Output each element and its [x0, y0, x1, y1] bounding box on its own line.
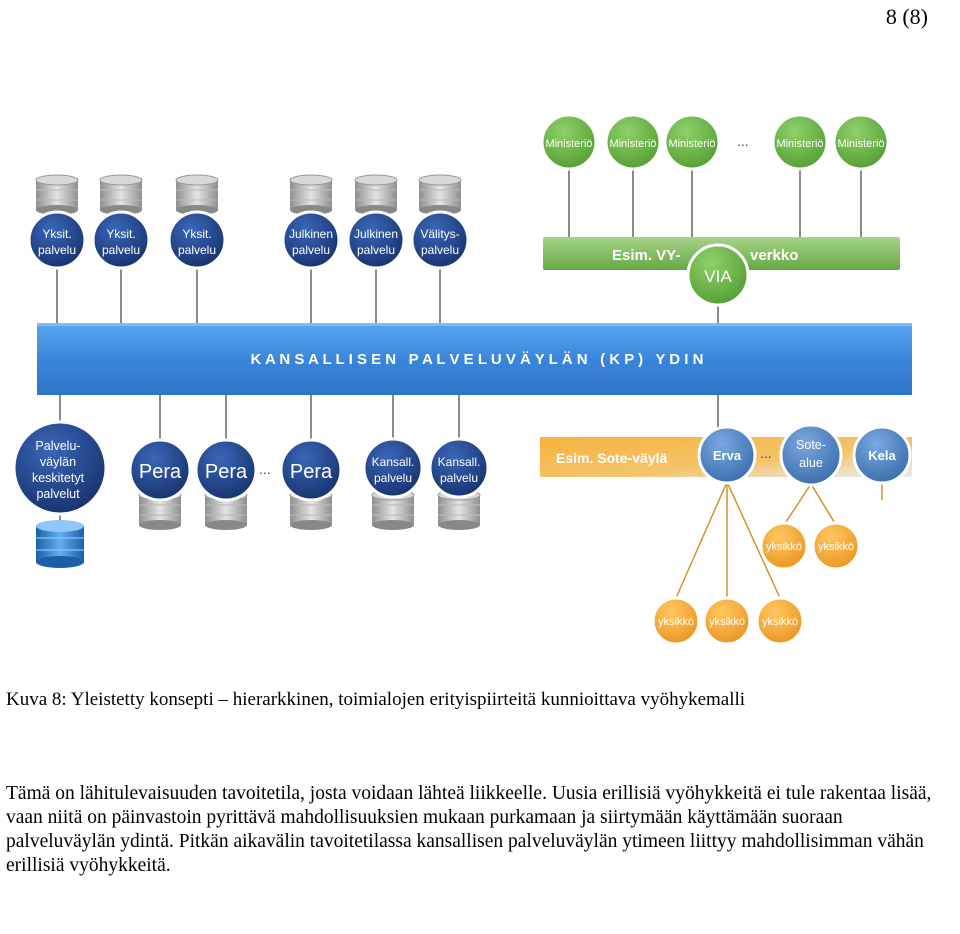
top-service-line-1: Julkinen — [354, 227, 398, 241]
pera-label: Pera — [290, 461, 333, 483]
vy-bar-right-label: verkko — [750, 247, 798, 264]
kansall-line-2: palvelu — [374, 471, 412, 485]
central-services-line-4: palvelut — [36, 487, 80, 501]
database-icon — [99, 174, 143, 215]
yksikko-node — [811, 521, 861, 571]
erva-node — [697, 425, 757, 485]
yksikko-node — [702, 596, 752, 646]
ministry-node — [663, 113, 721, 171]
database-icon — [354, 174, 398, 215]
ministry-node — [832, 113, 890, 171]
pera-ellipsis: ... — [259, 461, 271, 477]
sote-tree-lines — [675, 478, 883, 599]
pera-label: Pera — [205, 461, 248, 483]
top-service-node — [281, 210, 341, 270]
central-services-node: Palvelu- väylän keskitetyt palvelut — [12, 420, 108, 568]
top-service-line-1: Yksit. — [182, 227, 211, 241]
top-service-line-2: palvelu — [357, 243, 395, 257]
figure-caption: Kuva 8: Yleistetty konsepti – hierarkkin… — [6, 689, 746, 710]
sote-alue-line-1: Sote- — [796, 438, 826, 452]
database-icon — [35, 174, 79, 215]
sote-ellipsis: ... — [760, 445, 772, 461]
top-service-node — [91, 210, 151, 270]
kansall-node — [428, 437, 490, 499]
via-label: VIA — [704, 267, 732, 286]
ministry-label: Ministeriö — [545, 138, 592, 150]
top-service-node — [410, 210, 470, 270]
bottom-connectors — [59, 395, 719, 522]
yksikko-label: yksikkö — [818, 541, 854, 553]
yksikko-node — [755, 596, 805, 646]
top-service-line-2: palvelu — [178, 243, 216, 257]
top-service-line-1: Yksit. — [42, 227, 71, 241]
top-service-nodes: Yksit. palvelu Yksit. palvelu Yksit. palvelu J… — [27, 174, 470, 270]
service-bus-zone-diagram: Ministeriö Ministeriö Ministeriö Ministeriö… — [12, 113, 912, 646]
central-services-line-2: väylän — [40, 455, 76, 469]
ministry-label: Ministeriö — [776, 138, 823, 150]
kela-node — [852, 425, 912, 485]
kansall-line-1: Kansall. — [438, 455, 481, 469]
top-service-line-2: palvelu — [38, 243, 76, 257]
sote-alue-node — [779, 423, 843, 487]
central-services-line-1: Palvelu- — [35, 439, 80, 453]
yksikko-node — [759, 521, 809, 571]
kansall-line-1: Kansall. — [372, 455, 415, 469]
yksikko-label: yksikkö — [766, 541, 802, 553]
pera-label: Pera — [139, 461, 182, 483]
yksikko-nodes: yksikkö yksikkö yksikkö yksikkö yksikkö — [651, 521, 861, 646]
pera-node — [194, 438, 258, 502]
kansall-line-2: palvelu — [440, 471, 478, 485]
kela-label: Kela — [868, 448, 896, 463]
ministry-ellipsis: ... — [737, 133, 749, 149]
vy-bar-left-label: Esim. VY- — [612, 247, 680, 264]
ministry-node — [771, 113, 829, 171]
top-service-node — [27, 210, 87, 270]
ministry-nodes: Ministeriö Ministeriö Ministeriö Ministeriö… — [540, 113, 890, 171]
top-service-node — [346, 210, 406, 270]
database-icon — [289, 489, 333, 530]
database-icon — [175, 174, 219, 215]
pera-node — [128, 438, 192, 502]
ministry-label: Ministeriö — [609, 138, 656, 150]
sote-alue-line-2: alue — [799, 456, 823, 470]
sote-nodes: Erva ... Sote- alue Kela — [697, 423, 912, 487]
kp-core-bar: K A N S A L L I S E N P A L V E L U V Ä … — [37, 323, 912, 395]
vy-network-bar: Esim. VY- verkko VIA — [543, 237, 900, 307]
bottom-service-nodes: Pera Pera Pera Kansall. palvelu Kansall. palve… — [128, 437, 490, 530]
ministry-label: Ministeriö — [837, 138, 884, 150]
ministry-node — [540, 113, 598, 171]
yksikko-label: yksikkö — [762, 616, 798, 628]
database-icon — [289, 174, 333, 215]
yksikko-label: yksikkö — [709, 616, 745, 628]
via-node — [686, 243, 750, 307]
top-service-line-1: Julkinen — [289, 227, 333, 241]
top-service-line-1: Yksit. — [106, 227, 135, 241]
ministry-node — [604, 113, 662, 171]
top-connectors — [56, 160, 862, 325]
top-service-line-1: Välitys- — [420, 227, 459, 241]
core-title: K A N S A L L I S E N P A L V E L U V Ä … — [251, 351, 704, 368]
kansall-node — [362, 437, 424, 499]
central-database-icon — [36, 520, 84, 568]
yksikko-label: yksikkö — [658, 616, 694, 628]
body-paragraph: Tämä on lähitulevaisuuden tavoitetila, j… — [6, 783, 932, 876]
erva-label: Erva — [713, 448, 742, 463]
page-number: 8 (8) — [885, 4, 928, 29]
top-service-node — [167, 210, 227, 270]
central-services-line-3: keskitetyt — [32, 471, 85, 485]
top-service-line-2: palvelu — [292, 243, 330, 257]
pera-node — [279, 438, 343, 502]
sote-bar-label: Esim. Sote-väylä — [556, 450, 667, 466]
ministry-label: Ministeriö — [668, 138, 715, 150]
database-icon — [418, 174, 462, 215]
top-service-line-2: palvelu — [421, 243, 459, 257]
top-service-line-2: palvelu — [102, 243, 140, 257]
yksikko-node — [651, 596, 701, 646]
